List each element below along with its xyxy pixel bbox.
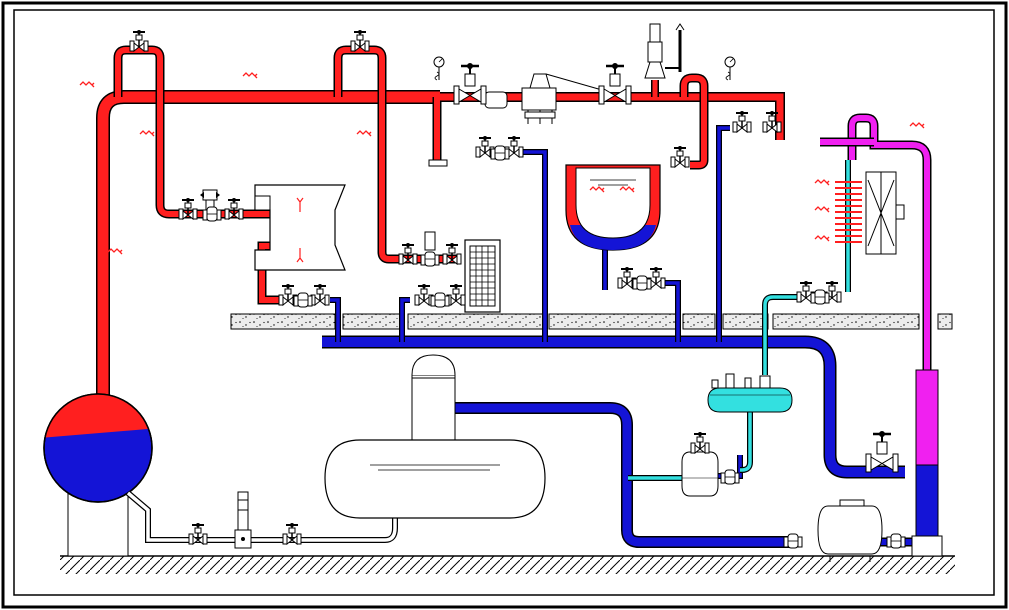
ground — [60, 555, 955, 574]
pressure-reducing-station — [484, 73, 603, 124]
dryer — [254, 184, 346, 271]
feedwater-line — [126, 490, 398, 543]
inner-frame — [13, 9, 995, 596]
floor-slab — [230, 313, 953, 330]
jacketed-kettle — [565, 164, 661, 251]
drip-pocket — [428, 159, 448, 167]
condensate-lines — [322, 125, 925, 548]
safety-valve-icon — [644, 23, 685, 79]
air-heater — [835, 171, 905, 255]
flash-lines — [628, 160, 851, 481]
heat-exchanger-icon — [464, 239, 501, 313]
boiler — [43, 393, 153, 557]
vent-condenser — [911, 369, 943, 557]
deaerator-tank — [324, 354, 546, 519]
flash-tank — [707, 373, 793, 413]
pump-icon — [234, 491, 252, 549]
exhaust-lines — [820, 113, 932, 370]
pump-tank — [817, 499, 883, 562]
condensate-receiver — [681, 431, 719, 497]
